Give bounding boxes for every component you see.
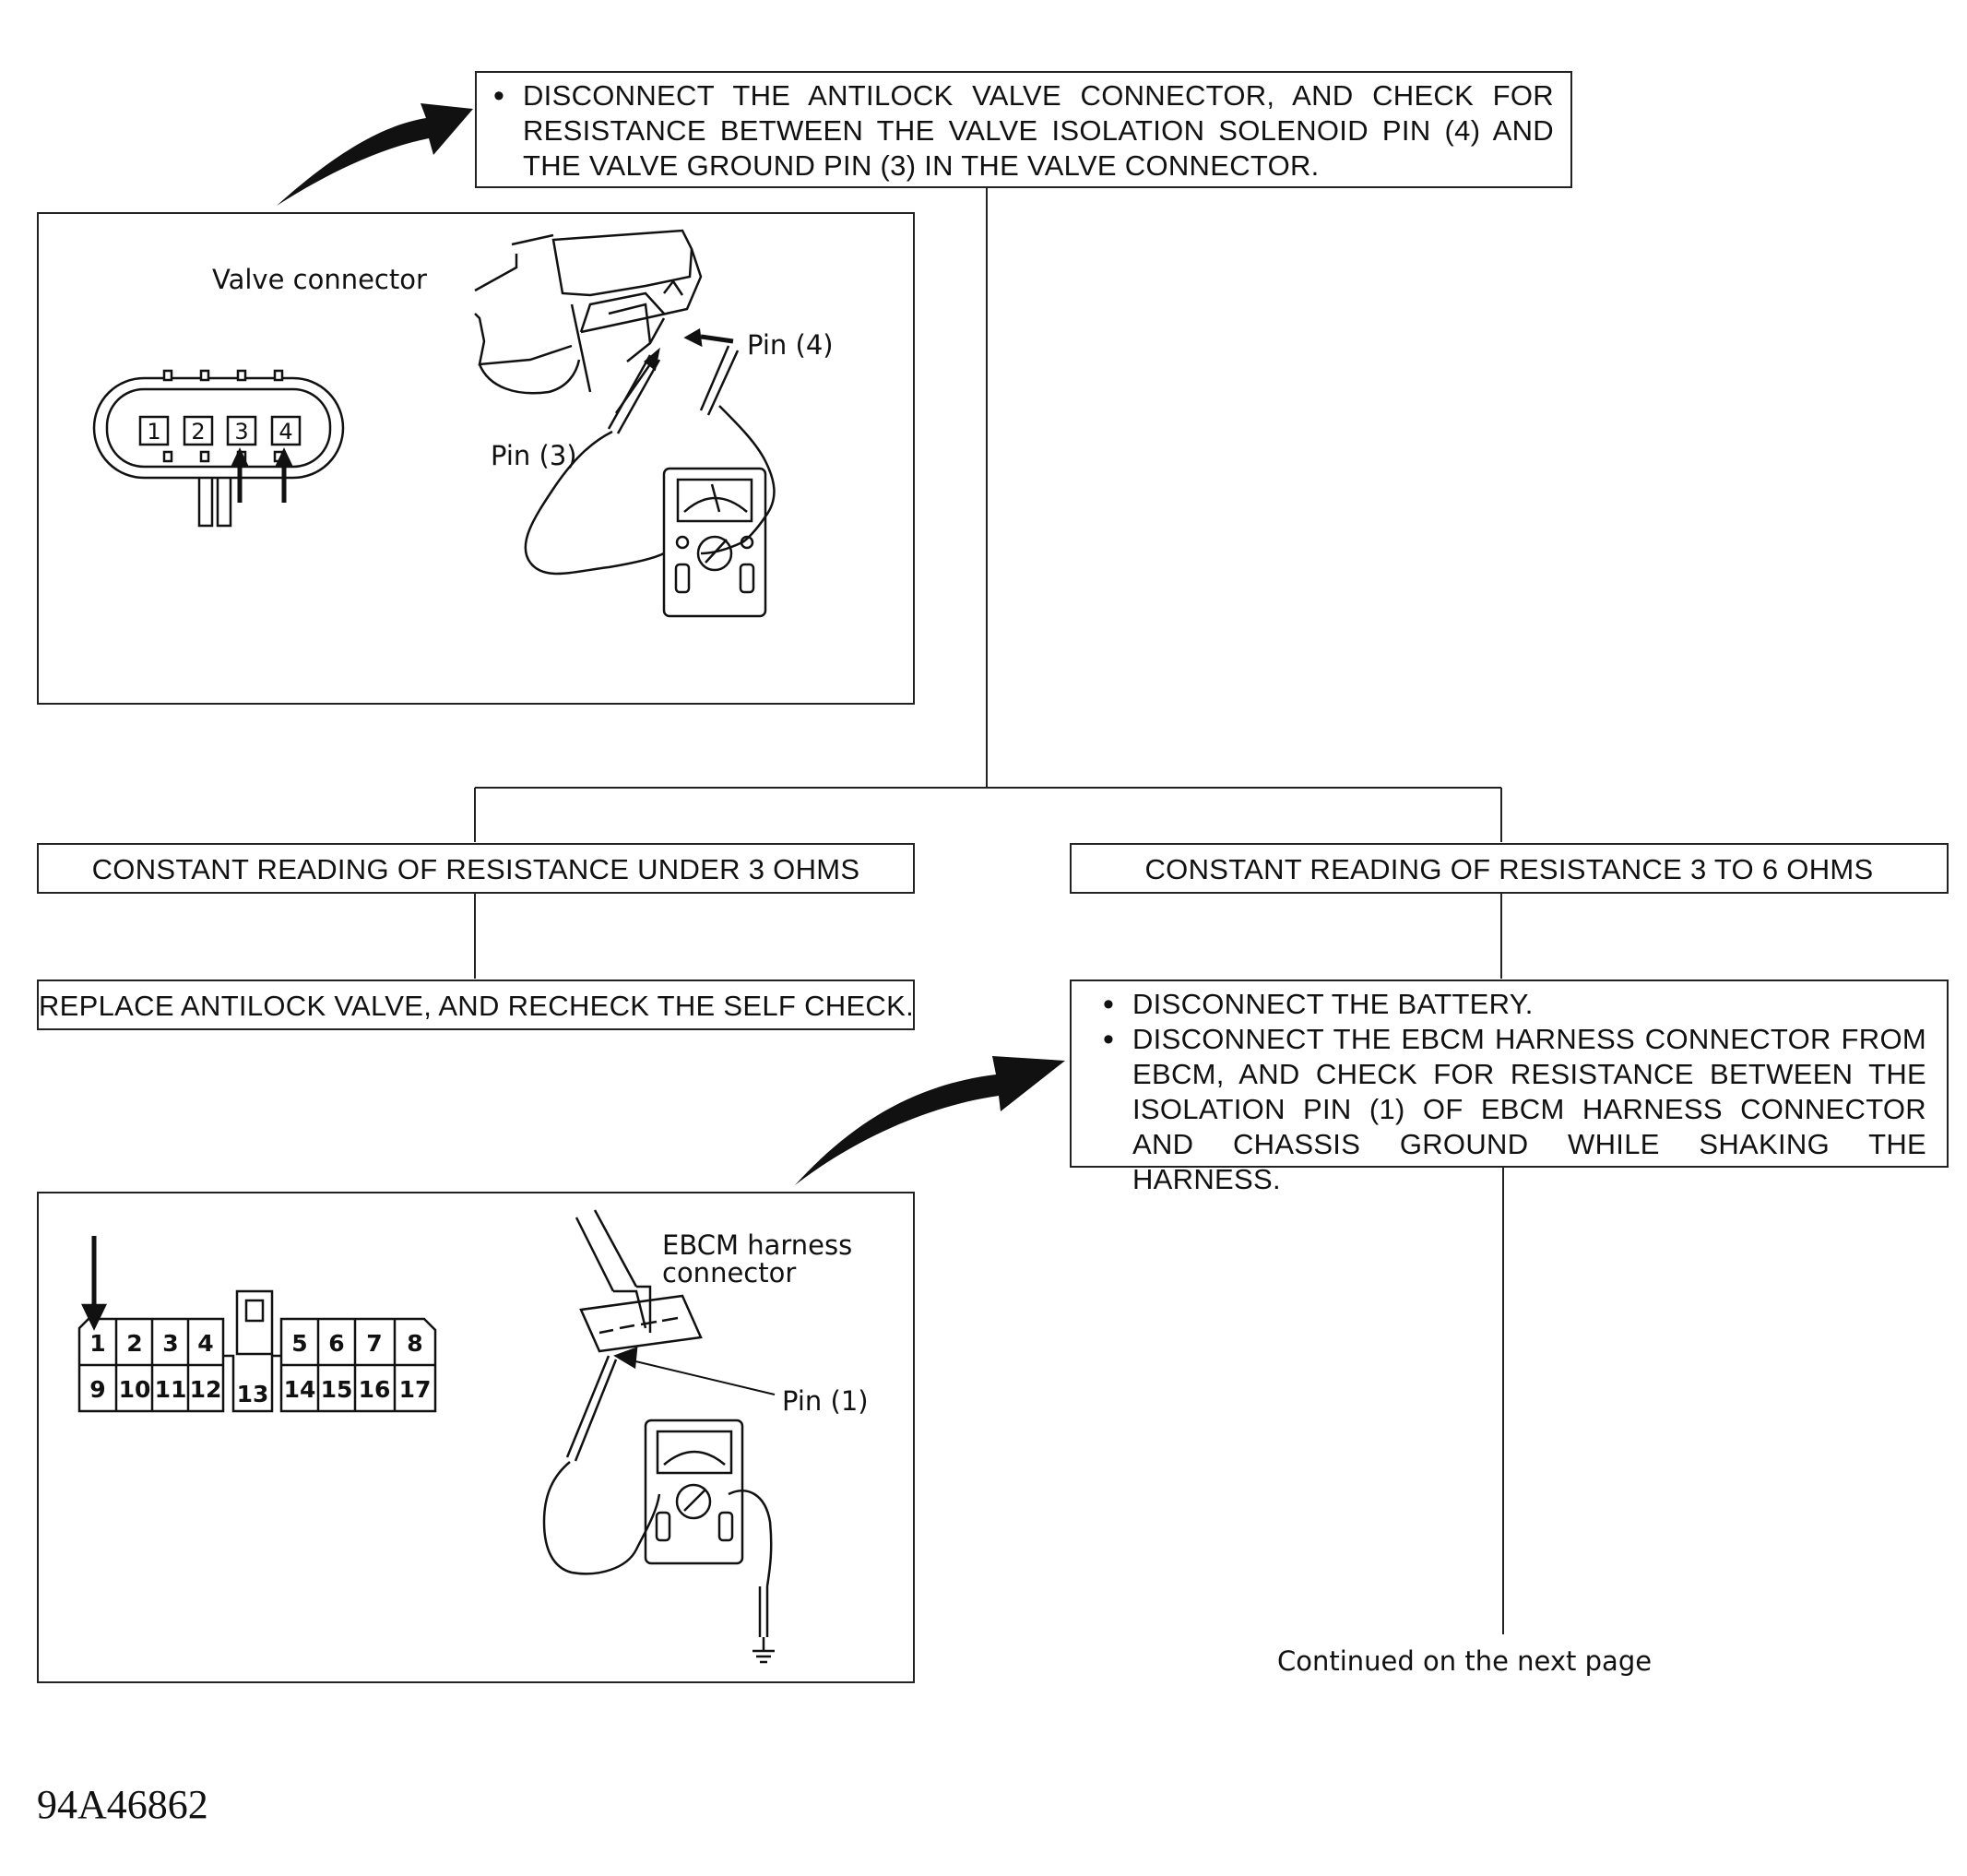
step2-instruction-battery: DISCONNECT THE BATTERY.: [1094, 987, 1926, 1022]
ebcm-pin-number: 2: [126, 1330, 142, 1357]
ebcm-connector-diagram: [77, 1209, 776, 1664]
pin1-callout: Pin (1): [782, 1385, 869, 1417]
action-replace-valve: REPLACE ANTILOCK VALVE, AND RECHECK THE …: [37, 980, 915, 1030]
ebcm-pin-number: 5: [291, 1330, 307, 1357]
ebcm-pin-number: 15: [321, 1376, 353, 1403]
ebcm-pin-number: 17: [399, 1376, 432, 1403]
action-replace-valve-text: REPLACE ANTILOCK VALVE, AND RECHECK THE …: [39, 990, 915, 1022]
ebcm-pin-number: 11: [155, 1376, 187, 1403]
ebcm-connector-title-line2: connector: [662, 1257, 797, 1288]
ebcm-pin-number: 6: [328, 1330, 344, 1357]
ebcm-pin-number: 13: [237, 1381, 269, 1407]
ebcm-connector-pin-numbers: 1 2 3 4 5 6 7 8 9 10 11 12 13 14 15 16 1…: [89, 1330, 431, 1407]
ebcm-pin-number: 16: [359, 1376, 391, 1403]
figure-valve-connector-frame: [37, 212, 915, 705]
ebcm-pin-number: 3: [162, 1330, 178, 1357]
valve-pin-number: 2: [191, 419, 205, 445]
valve-connector-pin-numbers: 1 2 3 4: [147, 419, 292, 445]
valve-pin-number: 4: [278, 419, 292, 445]
result-under-3-ohms-text: CONSTANT READING OF RESISTANCE UNDER 3 O…: [91, 853, 860, 885]
pin4-callout: Pin (4): [747, 329, 834, 361]
valve-connector-diagram: [92, 369, 345, 528]
pointer-arrow-2: [795, 1056, 1065, 1185]
pin3-callout: Pin (3): [491, 440, 577, 471]
result-3-to-6-ohms: CONSTANT READING OF RESISTANCE 3 TO 6 OH…: [1070, 843, 1949, 894]
ebcm-pin-number: 7: [366, 1330, 382, 1357]
valve-probe-illustration: [474, 229, 776, 618]
ebcm-pin-number: 14: [284, 1376, 316, 1403]
step1-instruction: DISCONNECT THE ANTILOCK VALVE CONNECTOR,…: [484, 78, 1554, 184]
step2-instruction-ebcm: DISCONNECT THE EBCM HARNESS CONNECTOR FR…: [1094, 1022, 1926, 1197]
ebcm-pin-number: 4: [197, 1330, 213, 1357]
step1-instruction-box: DISCONNECT THE ANTILOCK VALVE CONNECTOR,…: [475, 71, 1572, 188]
figure-id: 94A46862: [37, 1782, 208, 1827]
step2-instruction-box: DISCONNECT THE BATTERY. DISCONNECT THE E…: [1070, 980, 1949, 1195]
ebcm-pin-number: 12: [190, 1376, 222, 1403]
flow-lines: [474, 187, 1504, 1634]
ebcm-pin-number: 8: [407, 1330, 422, 1357]
valve-pin-number: 1: [147, 419, 160, 445]
ebcm-connector-title: EBCM harness connector: [662, 1231, 852, 1287]
result-3-to-6-ohms-text: CONSTANT READING OF RESISTANCE 3 TO 6 OH…: [1144, 853, 1874, 885]
pointer-arrow-1: [277, 103, 473, 206]
valve-connector-title: Valve connector: [212, 264, 427, 295]
ebcm-pin-number: 1: [89, 1330, 105, 1357]
ebcm-pin-number: 10: [119, 1376, 151, 1403]
continued-note: Continued on the next page: [1277, 1645, 1653, 1677]
ebcm-pin-number: 9: [89, 1376, 105, 1403]
valve-pin-number: 3: [234, 419, 248, 445]
result-under-3-ohms: CONSTANT READING OF RESISTANCE UNDER 3 O…: [37, 843, 915, 894]
figure-ebcm-connector-frame: [37, 1192, 915, 1683]
ebcm-connector-title-line1: EBCM harness: [662, 1229, 853, 1261]
